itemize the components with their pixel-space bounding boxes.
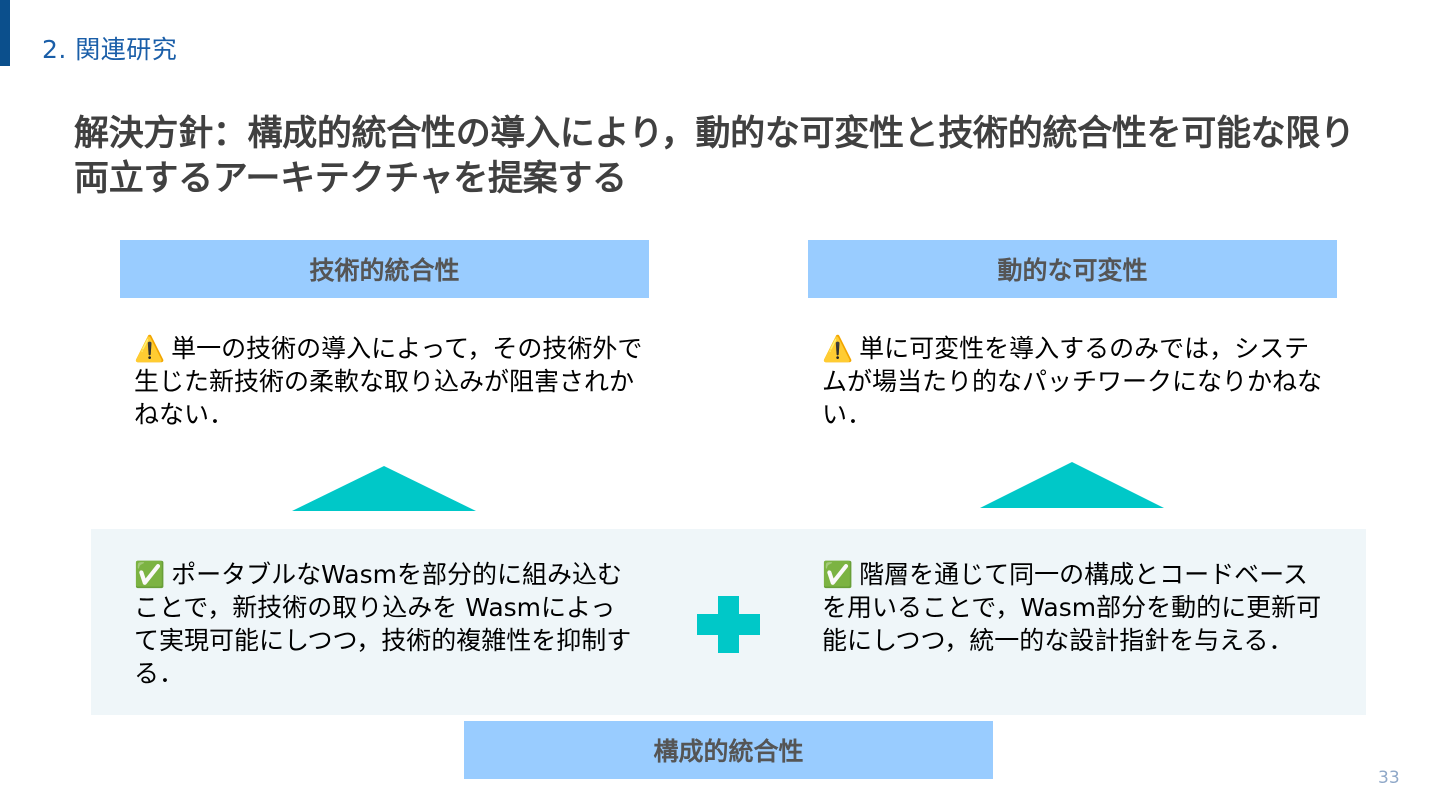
warning-icon: ⚠️ [822, 334, 854, 363]
right-warning-text: 単に可変性を導入するのみでは，システムが場当たり的なパッチワークになりかねない． [822, 334, 1323, 429]
main-heading-line1: 解決方針：構成的統合性の導入により，動的な可変性と技術的統合性を可能な限り [74, 114, 1355, 154]
right-triangle-up-icon [980, 462, 1164, 508]
right-solution-text: 階層を通じて同一の構成とコードベースを用いることで，Wasm部分を動的に更新可能… [822, 560, 1322, 655]
left-warning-text: 単一の技術の導入によって，その技術外で生じた新技術の柔軟な取り込みが阻害されかね… [134, 334, 643, 429]
check-icon: ✅ [822, 560, 854, 589]
plus-icon [697, 596, 760, 653]
label-compositional-integrity: 構成的統合性 [464, 721, 993, 779]
left-triangle-up-icon [292, 466, 476, 511]
main-heading-line2: 両立するアーキテクチャを提案する [74, 159, 627, 199]
page-number: 33 [1378, 768, 1400, 788]
label-dynamic-variability: 動的な可変性 [808, 240, 1337, 298]
check-icon: ✅ [134, 560, 166, 589]
warning-icon: ⚠️ [134, 334, 166, 363]
left-solution-text-block: ✅ポータブルなWasmを部分的に組み込むことで，新技術の取り込みを Wasmによ… [134, 558, 634, 690]
right-warning-text-block: ⚠️単に可変性を導入するのみでは，システムが場当たり的なパッチワークになりかねな… [822, 332, 1332, 431]
left-solution-text: ポータブルなWasmを部分的に組み込むことで，新技術の取り込みを Wasmによっ… [134, 560, 632, 688]
title-accent-bar [0, 0, 10, 66]
right-solution-text-block: ✅階層を通じて同一の構成とコードベースを用いることで，Wasm部分を動的に更新可… [822, 558, 1322, 657]
main-heading: 解決方針：構成的統合性の導入により，動的な可変性と技術的統合性を可能な限り 両立… [74, 112, 1394, 202]
label-technical-integrity: 技術的統合性 [120, 240, 649, 298]
left-warning-text-block: ⚠️単一の技術の導入によって，その技術外で生じた新技術の柔軟な取り込みが阻害され… [134, 332, 644, 431]
section-title: 2. 関連研究 [42, 35, 178, 64]
